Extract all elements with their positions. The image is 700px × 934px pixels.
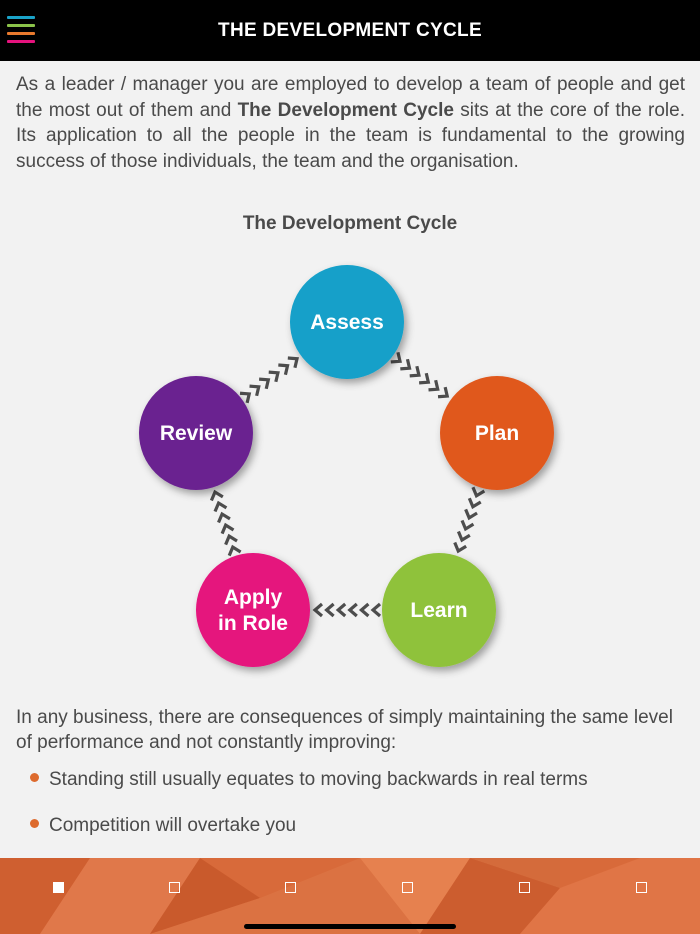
diagram-title: The Development Cycle xyxy=(242,213,458,234)
bullet-dot-icon xyxy=(30,773,39,783)
chevron-arrow-icon xyxy=(209,489,224,502)
chevron-arrow-icon xyxy=(249,384,261,397)
hamburger-menu-icon[interactable] xyxy=(7,16,35,44)
chevron-arrow-icon xyxy=(437,386,450,399)
page-dot-4[interactable] xyxy=(402,882,413,893)
chevron-arrow-icon xyxy=(467,497,482,510)
menu-line xyxy=(7,40,35,43)
chevron-arrow-icon xyxy=(324,602,335,618)
stage-plan[interactable]: Plan xyxy=(440,376,554,490)
footer-pattern xyxy=(0,858,700,934)
menu-line xyxy=(7,24,35,27)
chevron-arrow-icon xyxy=(268,370,280,383)
chevron-arrow-icon xyxy=(213,500,228,513)
stage-assess[interactable]: Assess xyxy=(290,265,404,379)
intro-text-1: As a leader / manager you are employed t… xyxy=(16,74,685,121)
page-title: THE DEVELOPMENT CYCLE xyxy=(218,20,482,41)
intro-paragraph: As a leader / manager you are employed t… xyxy=(16,72,685,174)
chevron-arrow-icon xyxy=(312,602,324,618)
chevron-arrow-icon xyxy=(278,363,290,376)
stage-label: Assess xyxy=(310,311,384,334)
stage-circle xyxy=(139,376,253,490)
home-indicator[interactable] xyxy=(244,924,456,929)
page-dot-6[interactable] xyxy=(636,882,647,893)
chevron-arrow-icon xyxy=(217,511,231,524)
page-dot-1[interactable] xyxy=(53,882,64,893)
intro-section: As a leader / manager you are employed t… xyxy=(16,72,685,174)
stage-circle xyxy=(196,553,310,667)
stage-label: Plan xyxy=(475,422,519,445)
chevron-arrow-icon xyxy=(239,391,252,404)
page-dot-5[interactable] xyxy=(519,882,530,893)
chevron-arrow-icon xyxy=(370,602,382,618)
stage-label: Review xyxy=(160,422,233,445)
stage-label: in Role xyxy=(218,612,288,635)
top-bar: THE DEVELOPMENT CYCLE xyxy=(0,0,700,61)
chevron-arrow-icon xyxy=(287,356,299,369)
list-item-text: Standing still usually equates to moving… xyxy=(49,769,588,790)
chevron-arrow-icon xyxy=(347,602,358,618)
consequences-list: Standing still usually equates to moving… xyxy=(30,768,588,860)
chevron-arrow-icon xyxy=(227,544,242,557)
page-dot-2[interactable] xyxy=(169,882,180,893)
page-indicator xyxy=(0,882,700,898)
footer-bar xyxy=(0,858,700,934)
bullet-dot-icon xyxy=(30,819,39,829)
chevron-arrow-icon xyxy=(453,541,467,554)
stage-circle xyxy=(440,376,554,490)
chevron-arrow-icon xyxy=(409,365,421,378)
menu-line xyxy=(7,16,35,19)
chevron-arrow-icon xyxy=(460,519,475,532)
intro-text-2: sits at the core of the role. Its applic… xyxy=(16,99,685,172)
stage-label: Learn xyxy=(410,599,467,622)
stage-apply-in-role[interactable]: Apply in Role xyxy=(196,553,310,667)
consequences-paragraph: In any business, there are consequences … xyxy=(16,707,673,753)
stage-learn[interactable]: Learn xyxy=(382,553,496,667)
chevron-arrow-icon xyxy=(428,379,440,392)
intro-bold-term: The Development Cycle xyxy=(237,99,454,121)
list-item-text: Competition will overtake you xyxy=(49,815,297,836)
stage-circle xyxy=(382,553,496,667)
chevron-arrow-icon xyxy=(224,533,238,546)
cycle-arrows xyxy=(209,351,486,618)
chevron-arrow-icon xyxy=(456,530,471,543)
stage-label: Apply xyxy=(224,586,283,609)
chevron-arrow-icon xyxy=(390,351,402,364)
chevron-arrow-icon xyxy=(335,602,347,618)
stage-circle xyxy=(290,265,404,379)
chevron-arrow-icon xyxy=(471,486,486,499)
chevron-arrow-icon xyxy=(220,522,235,535)
list-item: Standing still usually equates to moving… xyxy=(30,768,588,814)
chevron-arrow-icon xyxy=(419,372,431,385)
chevron-arrow-icon xyxy=(358,602,370,618)
chevron-arrow-icon xyxy=(259,377,271,390)
list-item: Competition will overtake you xyxy=(30,814,588,860)
stage-review[interactable]: Review xyxy=(139,376,253,490)
menu-line xyxy=(7,32,35,35)
chevron-arrow-icon xyxy=(464,508,478,521)
chevron-arrow-icon xyxy=(400,358,412,371)
page-dot-3[interactable] xyxy=(285,882,296,893)
